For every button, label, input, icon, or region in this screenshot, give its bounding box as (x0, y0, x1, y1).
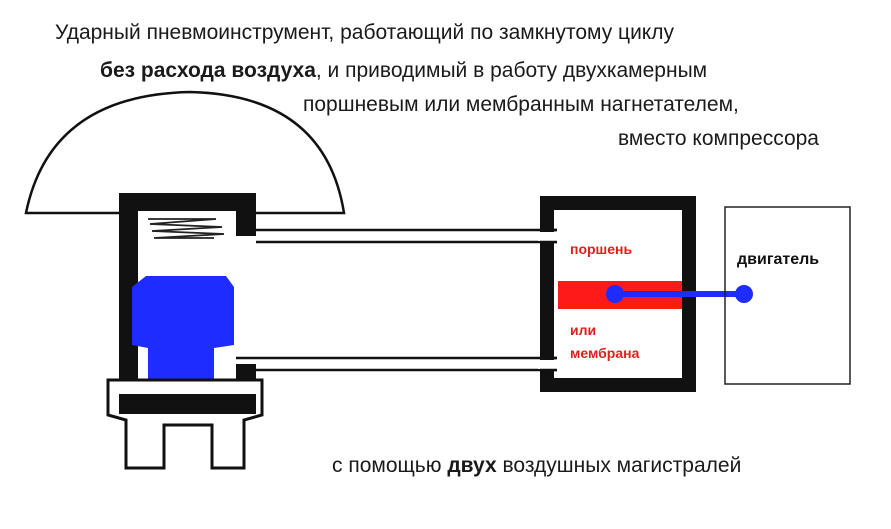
striker-blue (132, 276, 234, 394)
tool-anvil (106, 378, 264, 470)
heading-line-4: вместо компрессора (618, 127, 819, 150)
tool-head-dome (24, 90, 346, 215)
heading-line-1: Ударный пневмоинструмент, работающий по … (55, 21, 674, 44)
rod-joint-engine (735, 285, 753, 303)
air-line-top (236, 228, 557, 244)
spring (148, 218, 225, 239)
heading-bold-phrase: без расхода воздуха (100, 59, 316, 82)
engine-box (724, 206, 851, 385)
air-line-bottom (236, 356, 557, 372)
heading-line-3: поршневым или мембранным нагнетателем, (303, 93, 739, 116)
label-membrane: мембрана (570, 345, 640, 361)
footer-bold-word: двух (447, 454, 497, 477)
heading-line-2: без расхода воздуха, и приводимый в рабо… (100, 59, 708, 82)
label-piston: поршень (570, 241, 632, 257)
label-or: или (570, 322, 596, 338)
footer-caption: с помощью двух воздушных магистралей (332, 454, 742, 477)
label-engine: двигатель (737, 251, 819, 268)
rod-joint-piston (606, 285, 624, 303)
